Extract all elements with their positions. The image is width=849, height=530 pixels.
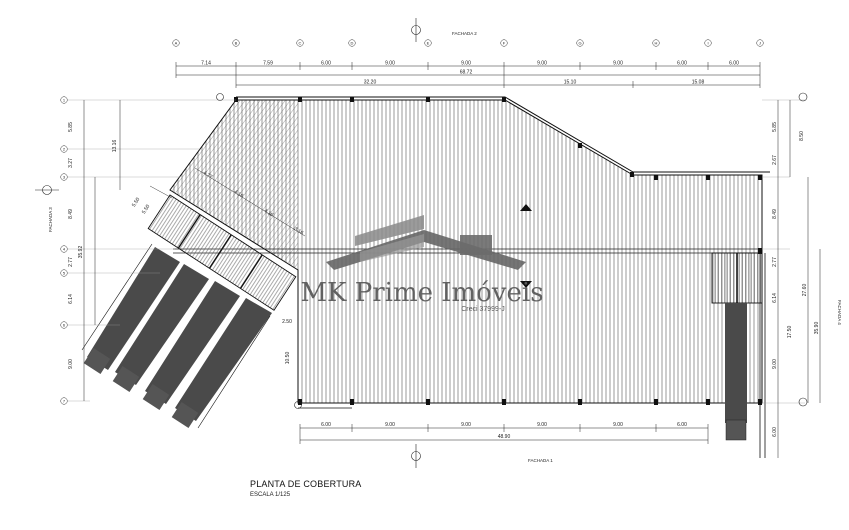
dim-top-seg-1: 32.20 <box>364 80 377 86</box>
dim-bottom-4: 9.00 <box>537 422 547 428</box>
dim-right-2: 2.67 <box>772 155 778 165</box>
dim-left-6: 9.00 <box>68 359 74 369</box>
row-bubble-labels: 1 2 3 4 5 6 7 <box>63 98 66 404</box>
dim-misc-2: 10.50 <box>285 352 291 365</box>
dim-left-1: 5.85 <box>68 122 74 132</box>
dim-top-overall: 68.72 <box>460 70 473 76</box>
dim-left-2: 3.27 <box>68 158 74 168</box>
column-bubble-labels: A B C D E F G H I J <box>175 41 761 46</box>
grid-row-6: 6 <box>63 323 66 328</box>
row-bubbles <box>60 96 68 405</box>
dim-left-3: 8.49 <box>68 209 74 219</box>
title-block: PLANTA DE COBERTURA ESCALA 1/125 <box>250 479 362 498</box>
trucks-left <box>83 247 272 428</box>
grid-col-j: J <box>759 41 761 46</box>
grid-col-d: D <box>351 41 354 46</box>
grid-row-1: 1 <box>63 98 66 103</box>
watermark-brand: MK Prime Imóveis <box>300 278 543 308</box>
dim-diag-6: 5.50 <box>141 204 151 216</box>
dim-right-5: 6.14 <box>772 293 778 303</box>
dim-left-total-2: 35.92 <box>78 246 84 259</box>
watermark-creci: Creci 37999-J <box>461 306 505 313</box>
dim-bottom-5: 9.00 <box>613 422 623 428</box>
dim-top-seg-3: 15.08 <box>692 80 705 86</box>
dim-diag-5: 5.50 <box>131 197 141 209</box>
watermark-logo <box>326 215 526 270</box>
dim-diag-3: 4.16 <box>263 208 275 218</box>
dim-bottom-2: 9.00 <box>385 422 395 428</box>
dim-misc-1: 2.50 <box>282 319 292 325</box>
dim-top-2: 7.59 <box>263 61 273 67</box>
dim-right-1: 5.85 <box>772 122 778 132</box>
left-dimension-values: 5.85 3.27 8.49 2.77 6.14 9.00 13.16 35.9… <box>68 122 118 369</box>
dim-right-total-5: 6.00 <box>772 427 778 437</box>
top-dimension-lines <box>175 62 761 88</box>
dim-left-5: 6.14 <box>68 294 74 304</box>
grid-row-5: 5 <box>63 271 66 276</box>
dim-bottom-overall: 48.90 <box>498 434 511 440</box>
grid-row-4: 4 <box>63 247 66 252</box>
left-dimension-lines <box>83 100 121 401</box>
grid-col-c: C <box>299 41 302 46</box>
truck-lines-left <box>81 243 271 429</box>
dim-bottom-3: 9.00 <box>461 422 471 428</box>
facade-4-label: FACHADA 4 <box>837 300 842 325</box>
plan-title: PLANTA DE COBERTURA <box>250 479 362 489</box>
dim-top-1: 7.14 <box>201 61 211 67</box>
dim-bottom-1: 6.00 <box>321 422 331 428</box>
slope-arrows <box>520 204 532 288</box>
facade-labels: FACHADA 2 FACHADA 1 FACHADA 3 FACHADA 4 <box>48 31 842 463</box>
facade-2-label: FACHADA 2 <box>452 31 477 36</box>
right-dimension-values: 5.85 2.67 8.49 2.77 6.14 9.00 8.50 27.60… <box>772 122 820 437</box>
dim-right-total-1: 8.50 <box>799 131 805 141</box>
diagonal-dimension-lines <box>149 167 306 237</box>
dim-right-3: 8.49 <box>772 209 778 219</box>
grid-row-7: 7 <box>63 399 66 404</box>
grid-col-e: E <box>427 41 430 46</box>
facade-3-label: FACHADA 3 <box>48 207 53 232</box>
dim-top-3: 6.00 <box>321 61 331 67</box>
right-dimension-lines <box>777 100 821 458</box>
dim-top-8: 6.00 <box>677 61 687 67</box>
left-carport <box>147 194 297 311</box>
plan-scale: ESCALA 1/125 <box>250 492 291 498</box>
dim-right-total-4: 35.90 <box>814 322 820 335</box>
dim-left-total-1: 13.16 <box>112 140 118 153</box>
grid-row-3: 3 <box>63 175 66 180</box>
right-bay <box>711 252 766 458</box>
dim-right-4: 2.77 <box>772 257 778 267</box>
dim-right-6: 9.00 <box>772 359 778 369</box>
dim-top-5: 9.00 <box>461 61 471 67</box>
grid-col-b: B <box>235 41 238 46</box>
dim-top-9: 6.00 <box>729 61 739 67</box>
bottom-dimension-values: 6.00 9.00 9.00 9.00 9.00 6.00 48.90 <box>321 422 687 440</box>
bottom-dimension-lines <box>299 424 709 444</box>
grid-col-h: H <box>655 41 658 46</box>
grid-row-2: 2 <box>63 147 66 152</box>
dim-left-4: 2.77 <box>68 257 74 267</box>
facade-1-label: FACHADA 1 <box>528 458 553 463</box>
grid-col-f: F <box>503 41 506 46</box>
column-bubbles <box>172 39 764 47</box>
grid-col-i: I <box>707 41 708 46</box>
dim-bottom-6: 6.00 <box>677 422 687 428</box>
dim-diag-1: 4.77 <box>202 170 214 180</box>
dim-top-6: 9.00 <box>537 61 547 67</box>
dim-top-7: 9.00 <box>613 61 623 67</box>
grid-row-lines <box>68 99 805 404</box>
facade-markers <box>35 18 808 468</box>
grid-col-g: G <box>578 41 581 46</box>
dim-diag-4: 3.16 <box>293 226 305 236</box>
dim-right-total-3: 17.50 <box>787 326 793 339</box>
dim-right-total-2: 27.60 <box>802 284 808 297</box>
dim-top-4: 9.00 <box>385 61 395 67</box>
top-dimension-values: 7.14 7.59 6.00 9.00 9.00 9.00 9.00 6.00 … <box>201 61 739 86</box>
dim-diag-2: 4.16 <box>233 189 245 199</box>
grid-col-a: A <box>175 41 178 46</box>
diagonal-dimension-values: 4.77 4.16 4.16 3.16 5.50 5.50 2.50 10.50 <box>131 170 304 364</box>
dim-top-seg-2: 15.10 <box>564 80 577 86</box>
